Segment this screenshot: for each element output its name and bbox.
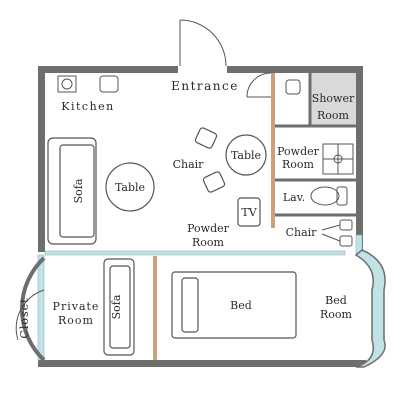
sofa-private-label: Sofa (110, 294, 123, 319)
shower-icon (322, 143, 354, 175)
kitchen-label: Kitchen (61, 100, 115, 113)
windows (37, 234, 363, 361)
powder-room-top-label-2: Room (282, 158, 315, 171)
toilet-icon (310, 186, 348, 206)
sofa-private (103, 258, 135, 356)
bed-icon (171, 271, 297, 339)
table-small (225, 134, 267, 176)
bathroom-walls (275, 73, 356, 217)
tv-label: TV (241, 206, 257, 219)
powder-room-mid-label-1: Powder (187, 222, 230, 235)
shower-floor (310, 73, 356, 126)
private-room-label-2: Room (58, 314, 94, 327)
tv-icon (237, 197, 261, 227)
powder-room-door[interactable] (246, 72, 272, 98)
closet-label: Closet (18, 297, 31, 338)
bed-room-label-2: Room (320, 308, 353, 321)
entrance-label: Entrance (171, 79, 239, 93)
private-room-label-1: Private (53, 300, 100, 313)
bed-room-label-1: Bed (325, 294, 347, 307)
sofa-living (47, 137, 97, 245)
table-living-label: Table (115, 181, 145, 194)
closet-door[interactable] (15, 289, 45, 341)
chair-right-label: Chair (286, 226, 318, 239)
chair-icon (194, 127, 226, 193)
lav-label: Lav. (283, 191, 305, 204)
sofa-living-label: Sofa (72, 178, 85, 203)
sink-icon (285, 79, 301, 95)
powder-room-mid-label-2: Room (192, 236, 225, 249)
bay-window (354, 249, 386, 368)
partitions (153, 73, 275, 360)
shower-room-label-1: Shower (312, 92, 355, 105)
closet-wall (20, 256, 46, 362)
table-living (105, 162, 155, 212)
chair-living-label: Chair (173, 158, 205, 171)
exterior-walls (38, 66, 366, 367)
chair-right-icon (321, 219, 353, 247)
powder-room-top-label-1: Powder (277, 145, 320, 158)
kitchen-fixtures (57, 75, 119, 93)
bed-label: Bed (230, 299, 252, 312)
shower-room-label-2: Room (317, 109, 350, 122)
table-small-label: Table (231, 149, 261, 162)
entrance-door[interactable] (179, 19, 227, 67)
